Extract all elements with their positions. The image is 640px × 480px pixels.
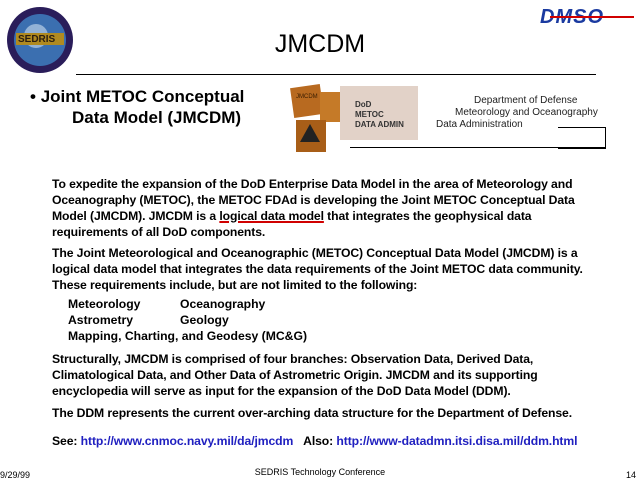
- paragraph-definition: The Joint Meteorological and Oceanograph…: [52, 246, 583, 292]
- see-links: See: http://www.cnmoc.navy.mil/da/jmcdm …: [52, 434, 578, 448]
- caption-bracket-bottom: [350, 147, 605, 148]
- ddm-link[interactable]: http://www-datadmn.itsi.disa.mil/ddm.htm…: [336, 434, 578, 448]
- list-item: Oceanography: [180, 297, 266, 311]
- dmso-logo: DMSO: [540, 6, 636, 28]
- list-item: Astrometry: [68, 313, 134, 327]
- sedris-logo-text: SEDRIS: [18, 34, 56, 45]
- sedris-logo: SEDRIS: [6, 6, 74, 74]
- list-item: Mapping, Charting, and Geodesy (MC&G): [68, 329, 308, 343]
- logical-data-model-link[interactable]: logical data model: [219, 209, 324, 223]
- footer-date: 9/29/99: [0, 470, 31, 480]
- footer-page-number: 14: [626, 470, 637, 480]
- bullet-heading: • Joint METOC Conceptual Data Model (JMC…: [30, 87, 245, 127]
- cnmoc-link[interactable]: http://www.cnmoc.navy.mil/da/jmcdm: [80, 434, 294, 448]
- list-item: Meteorology: [68, 297, 141, 311]
- slide-title: JMCDM: [274, 30, 366, 58]
- paragraph-intro: To expedite the expansion of the DoD Ent…: [52, 177, 575, 239]
- metoc-caption: Department of Defense Meteorology and Oc…: [436, 95, 598, 130]
- paragraph-ddm: The DDM represents the current over-arch…: [52, 406, 573, 420]
- metoc-data-admin-box: DoD METOC DATA ADMIN: [340, 86, 418, 140]
- bullet-dot: •: [30, 87, 41, 106]
- footer-conference: SEDRIS Technology Conference: [254, 467, 386, 477]
- paragraph-structure: Structurally, JMCDM is comprised of four…: [52, 352, 538, 398]
- dmso-stripe: [550, 16, 634, 18]
- list-item: Geology: [180, 313, 229, 327]
- title-rule: [76, 74, 596, 75]
- cube-label: JMCDM: [296, 94, 318, 100]
- caption-bracket: [558, 127, 606, 149]
